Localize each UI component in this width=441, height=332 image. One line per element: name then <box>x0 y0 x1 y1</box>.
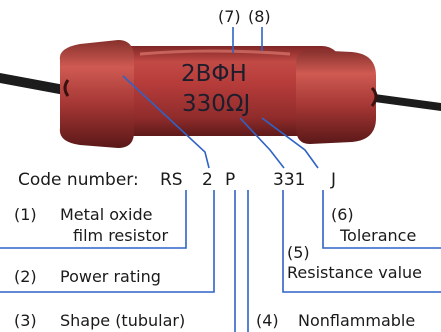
leader-lines <box>0 27 441 332</box>
leader-2 <box>0 190 215 293</box>
code-segment-p: P <box>225 170 236 190</box>
leader-j <box>261 117 319 169</box>
leader-6 <box>322 190 441 249</box>
callout-7: (7) <box>218 7 241 26</box>
resistor-body <box>59 40 378 148</box>
code-segment-2: 2 <box>202 170 213 190</box>
item-4-number: (4) <box>256 311 279 330</box>
leader-rs <box>122 75 210 169</box>
item-1-label-line1: Metal oxide <box>60 205 153 224</box>
code-segment-rs: RS <box>160 170 183 190</box>
body-marking-line1: 2BΦH <box>181 61 247 87</box>
leader-5 <box>282 190 441 293</box>
item-2-number: (2) <box>14 267 37 286</box>
callout-8: (8) <box>248 7 271 26</box>
resistor-lead-left <box>0 73 70 96</box>
item-1-label-line2: film resistor <box>73 226 169 245</box>
item-4-label: Nonflammable <box>298 311 416 330</box>
leader-1 <box>0 190 187 249</box>
item-3-number: (3) <box>14 311 37 330</box>
item-3-label: Shape (tubular) <box>60 311 186 330</box>
item-2-label: Power rating <box>60 267 161 286</box>
code-segment-j: J <box>331 170 337 190</box>
item-5-number: (5) <box>287 243 310 262</box>
item-6-label: Tolerance <box>340 226 417 245</box>
item-5-label: Resistance value <box>287 263 423 282</box>
leader-331 <box>239 117 285 169</box>
code-segment-331: 331 <box>273 170 306 190</box>
resistor-lead-right <box>367 93 441 111</box>
item-1-number: (1) <box>14 205 37 224</box>
body-marking-line2: 330ΩJ <box>182 91 250 117</box>
item-6-number: (6) <box>331 205 354 224</box>
code-number-label: Code number: <box>18 170 139 190</box>
